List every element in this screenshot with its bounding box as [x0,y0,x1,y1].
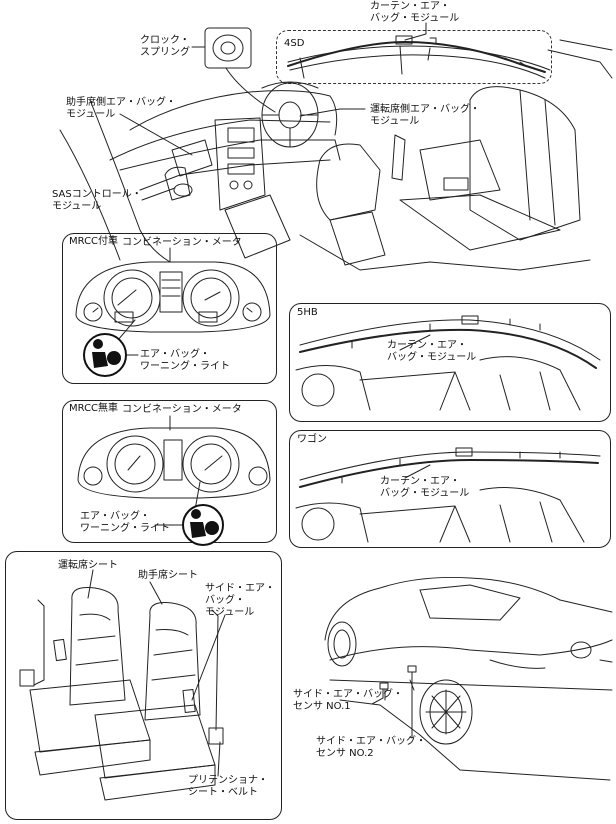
side-airbag-module-line3: モジュール [205,607,255,618]
combination-meter-label-2: コンビネーション・メータ [122,404,242,415]
side-sensor-2-label: サイド・エア・バッグ・ センサ NO.2 [316,736,426,760]
seats-panel [5,551,282,820]
pretensioner-line1: プリテンショナ・ [188,775,268,786]
driver-airbag-label: 運転席側エア・バッグ・ モジュール [370,104,480,128]
curtain-airbag-sedan-line2: バッグ・モジュール [370,13,460,24]
side-sensor-2-line2: センサ NO.2 [316,748,374,759]
combination-meter-with-mrcc [75,247,271,356]
pretensioner-line2: シート・ベルト [188,787,258,798]
passenger-airbag-line1: 助手席側エア・バッグ・ [66,97,176,108]
curtain-airbag-sedan-label: カーテン・エア・ バッグ・モジュール [370,1,459,25]
side-airbag-module-line2: バッグ・ [205,595,245,606]
curtain-airbag-wagon-line1: カーテン・エア・ [380,476,460,487]
mrcc-with-tag: MRCC付車 [69,236,119,247]
clock-spring-label-line2: スプリング [140,47,190,58]
sedan-exterior-illustration [324,576,613,781]
side-airbag-module-label: サイド・エア・ バッグ・ モジュール [205,583,275,619]
hatchback-tag: 5HB [297,307,318,318]
warning-light-label-2: エア・バッグ・ ワーニング・ライト [80,511,170,535]
airbag-warning-icon-1 [83,333,127,377]
side-sensor-1-line1: サイド・エア・バッグ・ [293,689,403,700]
passenger-airbag-line2: モジュール [66,109,116,120]
sedan-tag: 4SD [284,38,305,49]
vehicle-interior-illustration [59,22,613,271]
sas-control-line2: モジュール [52,201,102,212]
mrcc-without-tag: MRCC無車 [69,403,119,414]
sedan-curtain-airbag-callout [276,30,552,84]
wagon-panel [289,430,611,548]
warning-light-1-line2: ワーニング・ライト [140,361,230,372]
wagon-tag: ワゴン [297,434,327,445]
side-sensor-2-line1: サイド・エア・バッグ・ [316,736,426,747]
hatchback-interior-illustration [295,315,601,411]
sas-control-line1: SASコントロール・ [52,189,142,200]
curtain-airbag-wagon-line2: バッグ・モジュール [380,488,470,499]
passenger-airbag-label: 助手席側エア・バッグ・ モジュール [66,97,176,121]
front-seats-illustration [19,569,226,801]
side-airbag-module-line1: サイド・エア・ [205,583,275,594]
side-sensor-1-label: サイド・エア・バッグ・ センサ NO.1 [293,689,403,713]
pretensioner-label: プリテンショナ・ シート・ベルト [188,775,268,799]
driver-airbag-line2: モジュール [370,116,420,127]
hatchback-panel [289,303,611,422]
clock-spring-label-line1: クロック・ [140,35,190,46]
curtain-airbag-wagon-label: カーテン・エア・ バッグ・モジュール [380,476,469,500]
combination-meter-without-mrcc [77,415,271,526]
sas-control-label: SASコントロール・ モジュール [52,189,142,213]
warning-light-1-line1: エア・バッグ・ [140,349,210,360]
warning-light-2-line1: エア・バッグ・ [80,511,150,522]
airbag-warning-icon-2 [182,504,224,546]
passenger-seat-label: 助手席シート [138,570,198,581]
warning-light-2-line2: ワーニング・ライト [80,523,170,534]
curtain-airbag-5hb-line1: カーテン・エア・ [387,340,467,351]
combination-meter-label-1: コンビネーション・メータ [122,237,242,248]
clock-spring-label: クロック・ スプリング [140,35,190,59]
curtain-airbag-5hb-line2: バッグ・モジュール [387,352,477,363]
side-sensor-1-line2: センサ NO.1 [293,701,351,712]
warning-light-label-1: エア・バッグ・ ワーニング・ライト [140,349,230,373]
driver-airbag-line1: 運転席側エア・バッグ・ [370,104,480,115]
driver-seat-label: 運転席シート [58,560,118,571]
wagon-interior-illustration [295,447,601,543]
curtain-airbag-sedan-line1: カーテン・エア・ [370,1,450,12]
curtain-airbag-5hb-label: カーテン・エア・ バッグ・モジュール [387,340,476,364]
